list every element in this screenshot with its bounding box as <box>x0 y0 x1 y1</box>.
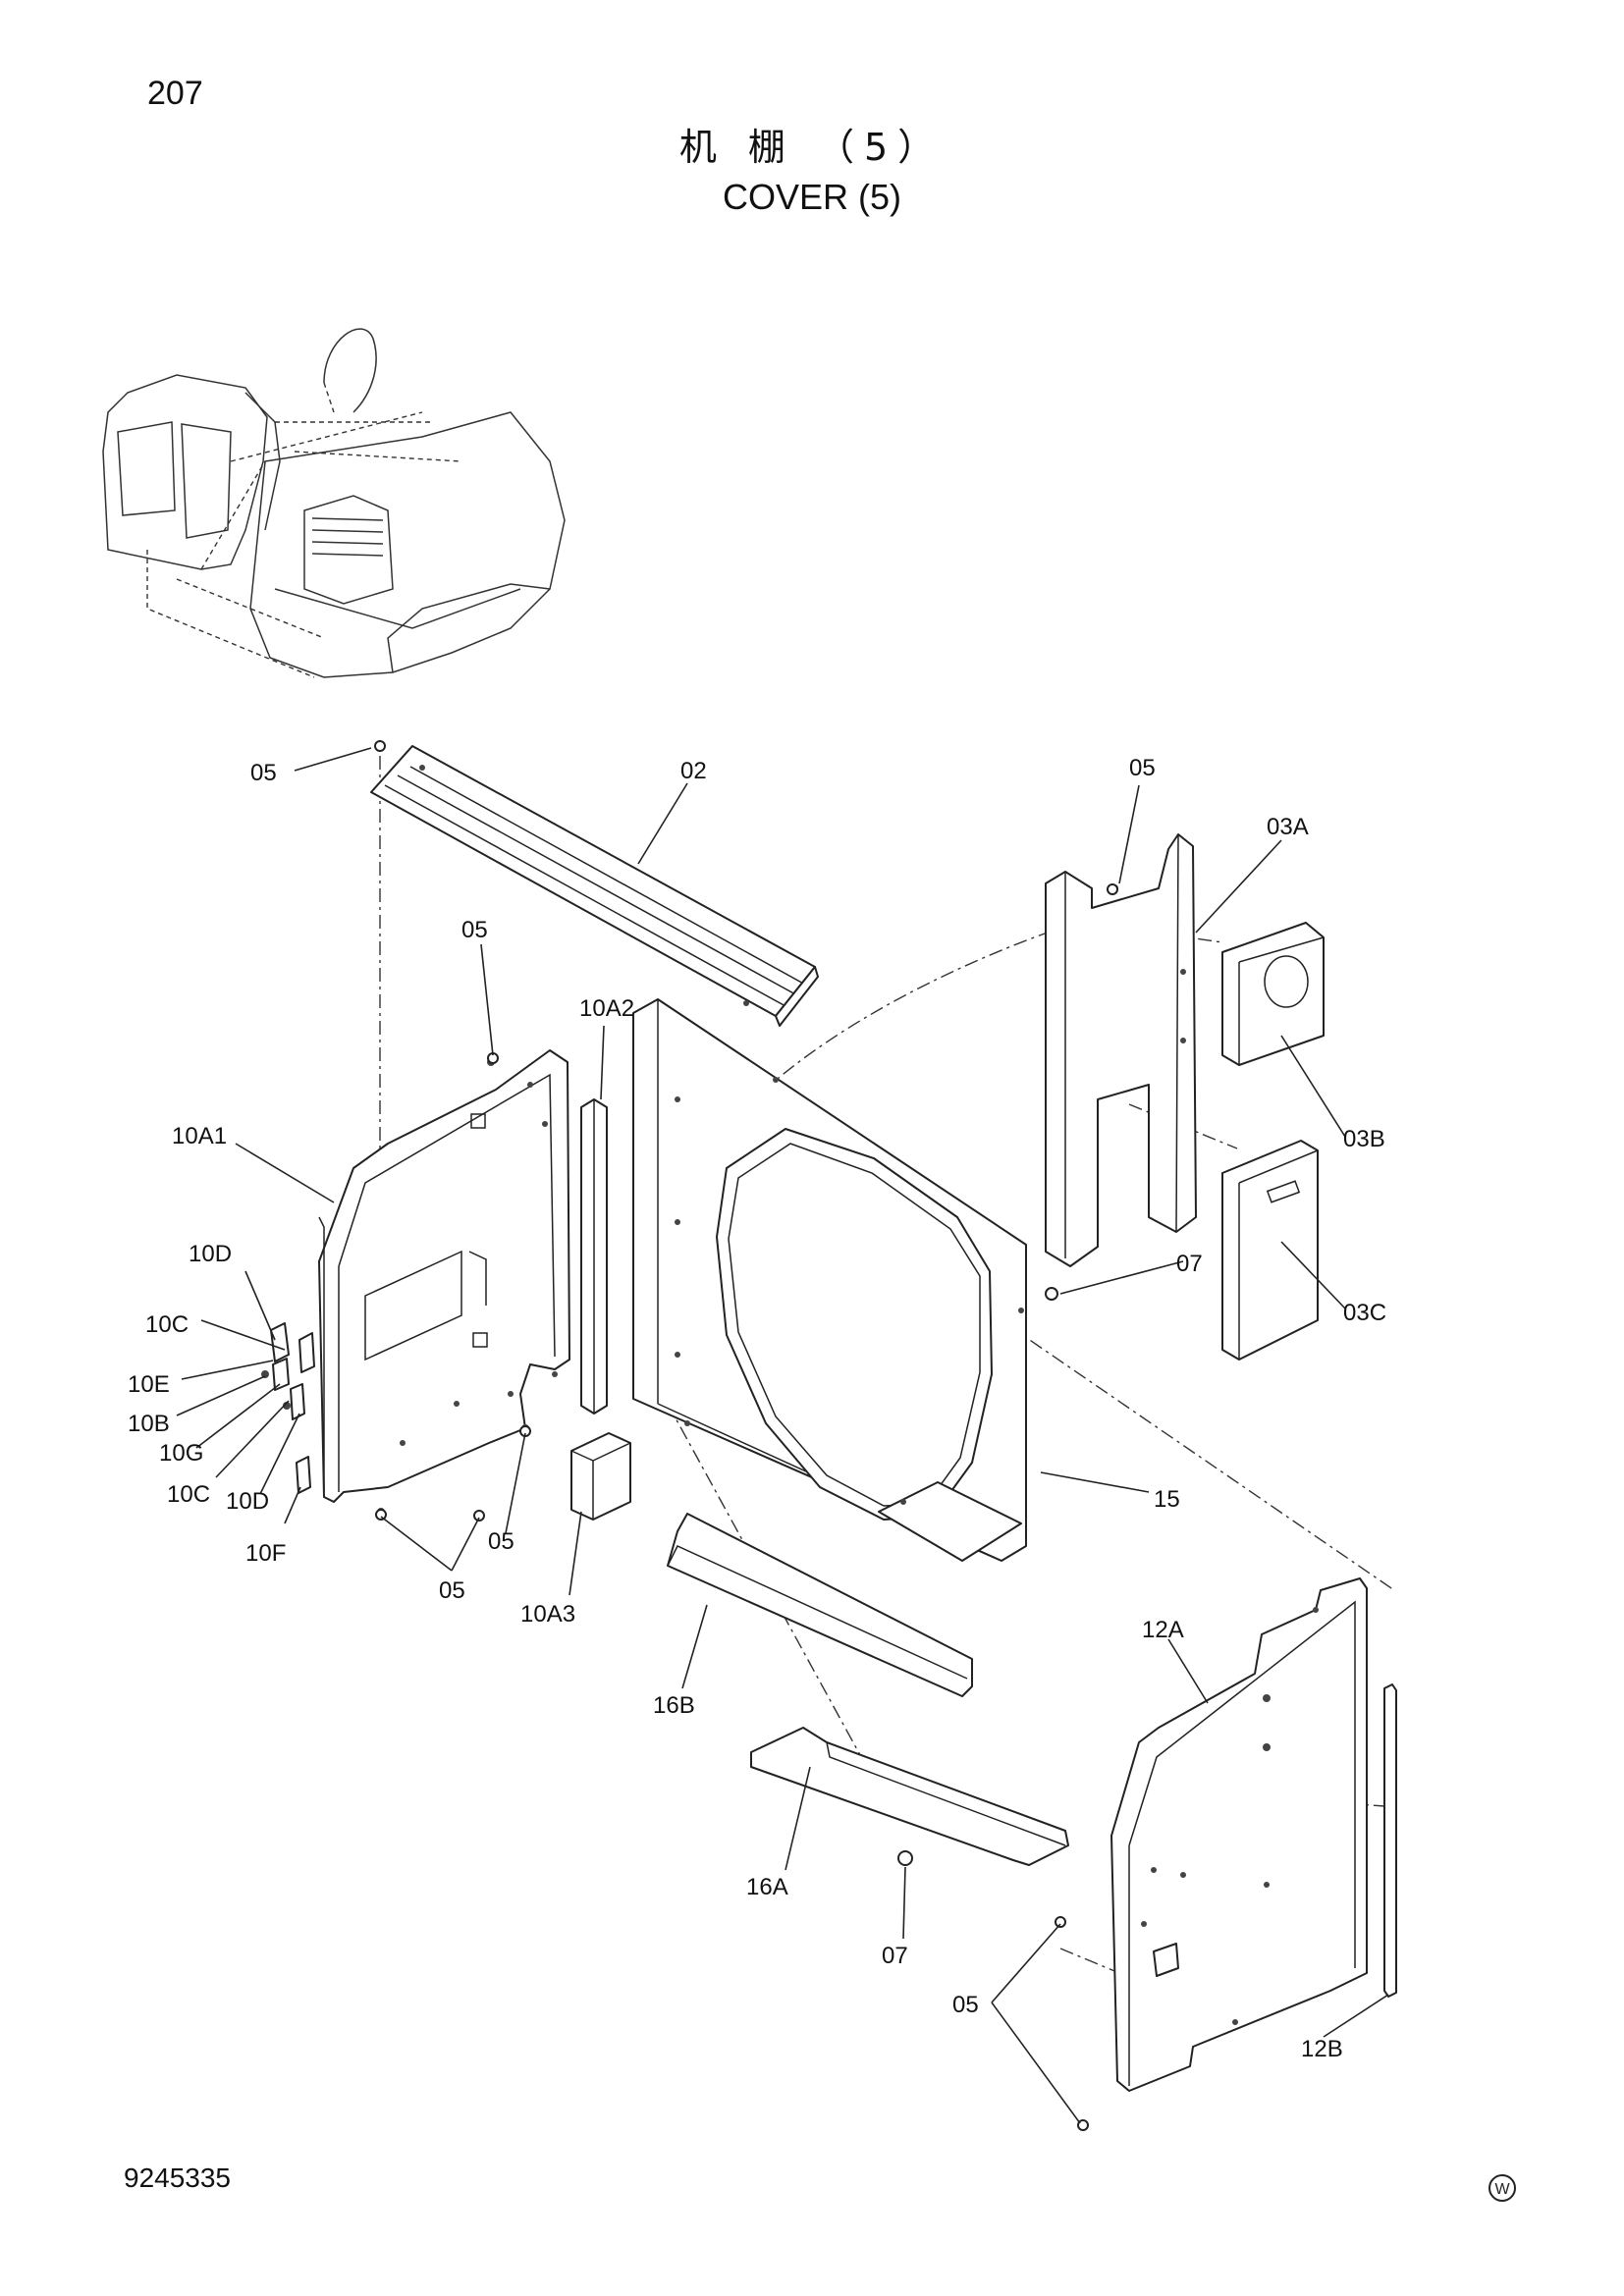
callout-10D-low: 10D <box>226 1488 269 1515</box>
part-10A3-seal-block <box>570 1432 631 1521</box>
small-brackets-10B-10G <box>261 1322 315 1494</box>
callout-03B: 03B <box>1343 1126 1385 1152</box>
callout-10G: 10G <box>159 1440 203 1467</box>
callout-10A3: 10A3 <box>520 1601 575 1628</box>
callout-10A2: 10A2 <box>579 995 634 1022</box>
part-16B-seal-plate <box>667 1513 973 1697</box>
title-english: COVER (5) <box>722 177 902 217</box>
corner-w-mark: W <box>1489 2174 1516 2202</box>
part-16A-under-plate <box>750 1727 1069 1866</box>
callout-10B: 10B <box>128 1411 170 1437</box>
callout-16B: 16B <box>653 1692 695 1719</box>
callout-labels: 05 02 05 03A 03B 03C 07 05 10A2 10A1 10D… <box>128 755 1386 2062</box>
part-12A-side-panel <box>1110 1577 1368 2092</box>
callout-16A: 16A <box>746 1874 788 1900</box>
callout-10C-low: 10C <box>167 1481 210 1508</box>
callout-12B: 12B <box>1301 2036 1343 2062</box>
callout-12A: 12A <box>1142 1617 1184 1643</box>
part-03A-bracket <box>1045 833 1197 1267</box>
part-12B-seal-strip <box>1383 1683 1397 1998</box>
callout-05-right: 05 <box>952 1992 979 2018</box>
callout-05-bottom: 05 <box>439 1577 465 1604</box>
document-number: 9245335 <box>124 2163 232 2193</box>
callout-07-mid: 07 <box>1176 1251 1203 1277</box>
part-10A1-side-panel <box>318 1049 570 1521</box>
callout-10E: 10E <box>128 1371 170 1398</box>
callout-02: 02 <box>680 758 707 784</box>
part-15-fan-shroud <box>632 998 1027 1562</box>
page-number: 207 <box>147 75 203 112</box>
callout-03C: 03C <box>1343 1300 1386 1326</box>
callout-07-low: 07 <box>882 1943 908 1969</box>
page-title: 机 棚 （5） COVER (5) <box>0 122 1624 222</box>
part-03B-pad <box>1221 922 1325 1066</box>
callout-10D-top: 10D <box>189 1241 232 1267</box>
part-03C-pad <box>1221 1140 1319 1361</box>
callout-10C-top: 10C <box>145 1311 189 1338</box>
callout-10F: 10F <box>245 1540 286 1567</box>
bolt-markers <box>374 740 1118 2131</box>
callout-05-panel: 05 <box>461 917 488 943</box>
callout-15: 15 <box>1154 1486 1180 1513</box>
callout-03A: 03A <box>1267 814 1309 840</box>
part-10A2-seal-strip <box>580 1098 608 1415</box>
leader-lines <box>176 747 1389 2124</box>
callout-10A1: 10A1 <box>172 1123 227 1149</box>
part-02-top-rail <box>370 745 819 1027</box>
title-chinese: 机 棚 （5） <box>678 126 946 169</box>
callout-05-lower: 05 <box>488 1528 514 1555</box>
excavator-locator-sketch <box>102 328 566 678</box>
callout-05-top: 05 <box>250 760 277 786</box>
callout-05-right-bracket: 05 <box>1129 755 1156 781</box>
corner-mark-letter: W <box>1494 2181 1510 2198</box>
